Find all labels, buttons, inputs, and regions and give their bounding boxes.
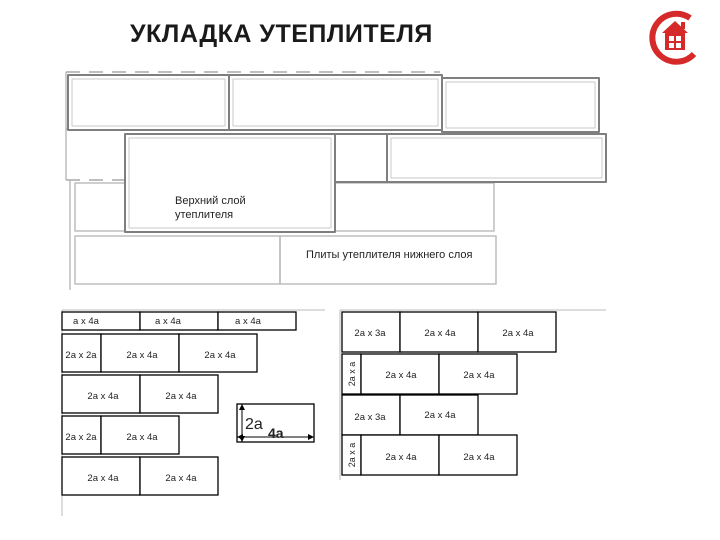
house-logo-icon (649, 10, 697, 65)
slab-r4-2 (100, 415, 180, 455)
legend-width-label: 4a (268, 425, 284, 441)
cell-label: 2a x 4a (424, 410, 456, 421)
cell-label: a x 4a (155, 316, 182, 327)
cell-label: 2a x 2a (65, 432, 97, 443)
cell-label: 2a x 3a (354, 412, 386, 423)
cell-label: 2a x 4a (463, 370, 495, 381)
slab-r2-2 (100, 333, 180, 373)
slab-r5-2 (139, 456, 219, 496)
cell-label: a x 4a (73, 316, 100, 327)
cell-label: 2a x 4a (385, 452, 417, 463)
cell-label: 2a x 4a (424, 328, 456, 339)
cell-label: 2a x 4a (87, 391, 119, 402)
page-title: УКЛАДКА УТЕПЛИТЕЛЯ (130, 20, 433, 48)
cell-label: 2a x 3a (354, 328, 386, 339)
cell-label: 2a x 4a (463, 452, 495, 463)
bottom-layer-label: Плиты утеплителя нижнего слоя (306, 249, 472, 261)
cell-label: 2a x 4a (385, 370, 417, 381)
top-layer-label-line2: утеплителя (175, 209, 233, 221)
cell-label: 2a x 4a (165, 391, 197, 402)
insulation-illustration: Верхний слой утеплителя Плиты утеплителя… (65, 71, 607, 290)
side-label: 2a x a (347, 443, 357, 468)
cell-label: 2a x 4a (165, 473, 197, 484)
cell-label: 2a x 4a (126, 432, 158, 443)
top-layer-label: Верхний слой (175, 195, 246, 207)
right-layout-scheme (339, 309, 606, 480)
cell-label: 2a x 2a (65, 350, 97, 361)
left-layout-scheme (61, 309, 325, 516)
top-layer-slabs (67, 74, 607, 233)
legend-height-label: 2a (245, 416, 263, 433)
left-scheme-labels: a x 4a a x 4a a x 4a 2a x 2a 2a x 4a 2a … (65, 316, 261, 484)
slab-r4-1 (61, 415, 102, 455)
right-scheme-labels: 2a x 3a 2a x 4a 2a x 4a 2a x 4a 2a x 4a … (354, 328, 534, 463)
cell-label: 2a x 4a (502, 328, 534, 339)
slab-r1-3 (217, 311, 297, 331)
cell-label: 2a x 4a (87, 473, 119, 484)
cell-label: 2a x 4a (204, 350, 236, 361)
cell-label: a x 4a (235, 316, 262, 327)
slab-r2-3 (178, 333, 258, 373)
slab-r3-1 (61, 374, 141, 414)
dimension-legend: 2a 4a (236, 403, 315, 443)
slab-r3-2 (139, 374, 219, 414)
side-label: 2a x a (347, 362, 357, 387)
slab-r5-1 (61, 456, 141, 496)
cell-label: 2a x 4a (126, 350, 158, 361)
